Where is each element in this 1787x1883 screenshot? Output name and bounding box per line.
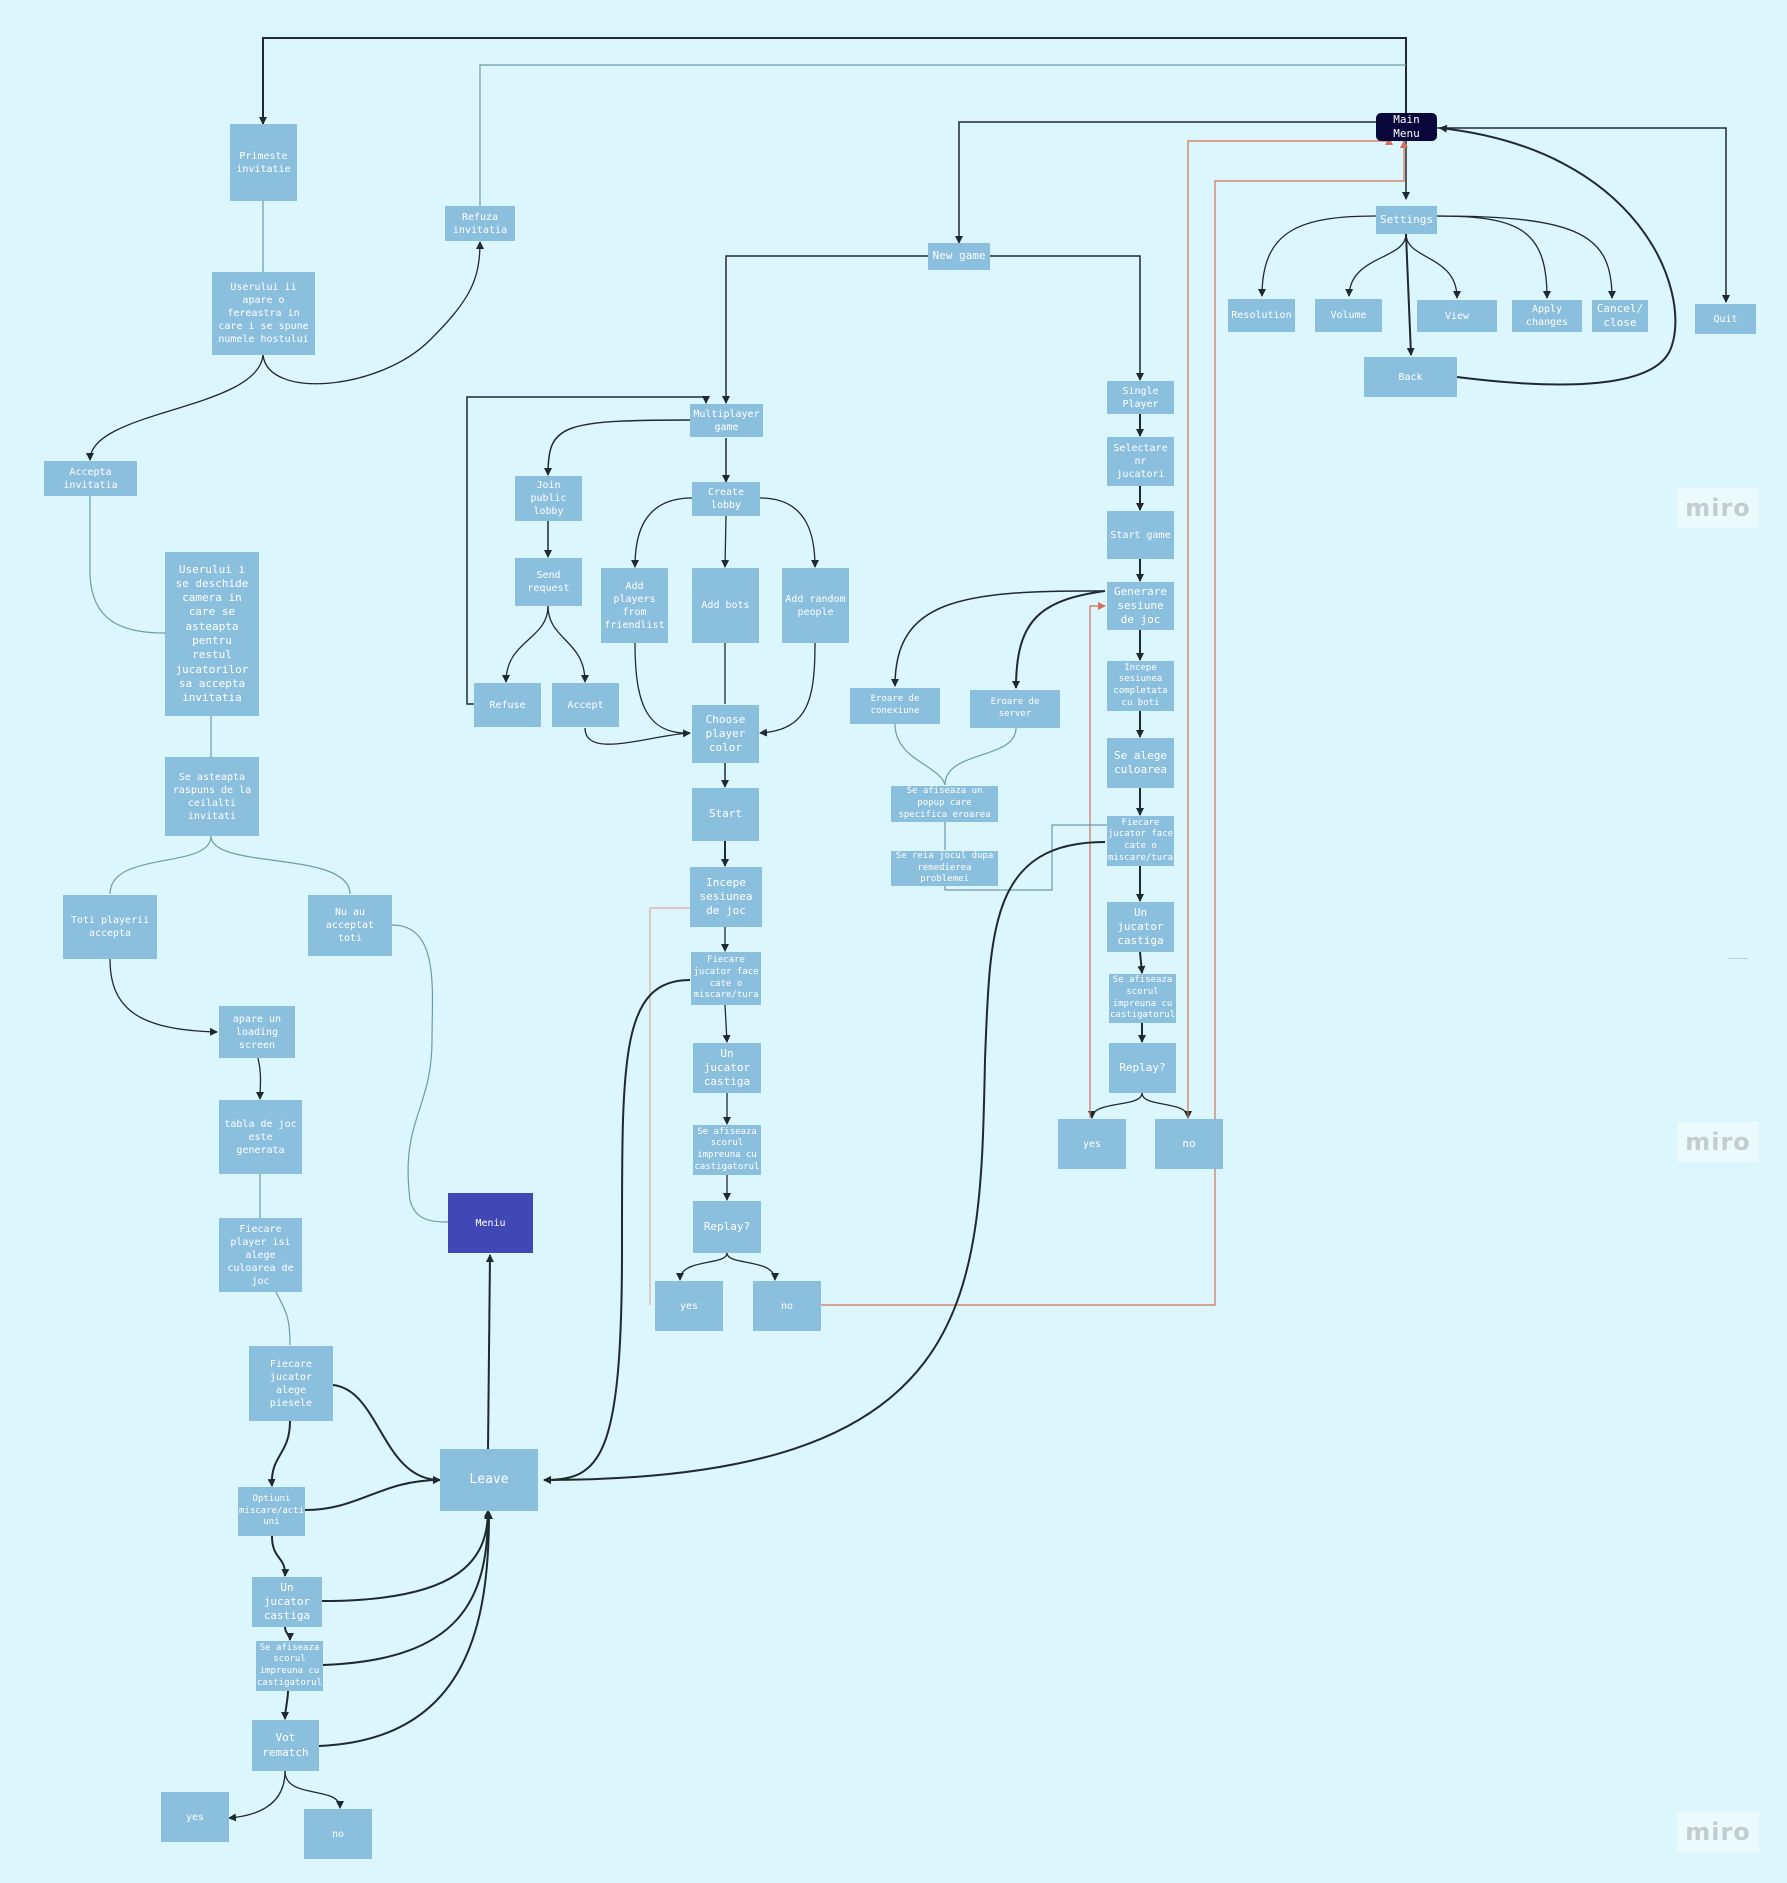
toti-accepta-node[interactable]: Toti playerii accepta — [63, 895, 157, 959]
loading-screen-node[interactable]: apare un loading screen — [219, 1006, 295, 1058]
fereastra-host-node[interactable]: Userului ii apare o fereastra in care i … — [212, 272, 315, 355]
inv-yes-node[interactable]: yes — [161, 1792, 229, 1842]
inv-no-node[interactable]: no — [304, 1809, 372, 1859]
sp-afiseaza-scorul-node[interactable]: Se afiseaza scorul impreuna cu castigato… — [1109, 974, 1176, 1023]
camera-asteptare-node[interactable]: Userului i se deschide camera in care se… — [165, 552, 259, 716]
nu-au-acceptat-node[interactable]: Nu au acceptat toti — [308, 895, 392, 956]
edge-sp-fiecare-leave — [543, 841, 1106, 1484]
mp-replay-node[interactable]: Replay? — [693, 1201, 761, 1253]
selectare-nr-jucatori-node[interactable]: Selectare nr jucatori — [1107, 437, 1174, 486]
alege-piesele-node[interactable]: Fiecare jucator alege piesele — [249, 1346, 333, 1421]
settings-node[interactable]: Settings — [1376, 206, 1437, 234]
cancel-close-node[interactable]: Cancel/ close — [1592, 300, 1648, 332]
edge-newgame-singleplayer — [990, 255, 1144, 381]
sp-se-alege-culoarea-node[interactable]: Se alege culoarea — [1107, 738, 1174, 788]
edge-refuse-multiplayer — [466, 396, 710, 705]
miro-watermark-2: miro — [1677, 1122, 1759, 1162]
quit-node[interactable]: Quit — [1695, 304, 1756, 334]
eroare-conexiune-node[interactable]: Eroare de conexiune — [850, 688, 940, 724]
sp-replay-node[interactable]: Replay? — [1109, 1043, 1176, 1093]
vot-rematch-node[interactable]: Vot rematch — [252, 1720, 319, 1771]
edge-sp-yes-generare — [1089, 602, 1106, 1118]
mp-incepe-sesiunea-node[interactable]: Incepe sesiunea de joc — [690, 867, 762, 927]
start-node[interactable]: Start — [692, 788, 759, 841]
refuse-node[interactable]: Refuse — [474, 683, 541, 727]
edge-settings-view — [1405, 233, 1461, 299]
accept-node[interactable]: Accept — [552, 683, 619, 727]
inv-un-jucator-castiga-node[interactable]: Un jucator castiga — [252, 1577, 322, 1627]
edge-mainmenu-primeste — [259, 37, 1407, 125]
generare-sesiune-node[interactable]: Generare sesiune de joc — [1107, 582, 1174, 630]
add-random-people-node[interactable]: Add random people — [782, 568, 849, 643]
mp-no-node[interactable]: no — [753, 1281, 821, 1331]
edge-settings-volume — [1345, 233, 1407, 297]
tabla-generata-node[interactable]: tabla de joc este generata — [219, 1100, 302, 1174]
edge-leave-meniu — [485, 1254, 494, 1450]
inv-afiseaza-scorul-node[interactable]: Se afiseaza scorul impreuna cu castigato… — [256, 1641, 323, 1691]
single-player-node[interactable]: Single Player — [1107, 381, 1174, 414]
apply-changes-node[interactable]: Apply changes — [1512, 300, 1582, 332]
sp-un-jucator-castiga-node[interactable]: Un jucator castiga — [1107, 902, 1174, 952]
volume-node[interactable]: Volume — [1315, 299, 1382, 332]
edge-mp-fiecare-leave — [543, 979, 691, 1484]
edge-mainmenu-quit — [1437, 127, 1730, 303]
leave-node[interactable]: Leave — [440, 1449, 538, 1511]
eroare-server-node[interactable]: Eroare de server — [970, 690, 1060, 728]
primeste-invitatie-node[interactable]: Primeste invitatie — [230, 124, 297, 201]
send-request-node[interactable]: Send request — [515, 558, 582, 606]
mp-fiecare-jucator-node[interactable]: Fiecare jucator face cate o miscare/tura — [691, 952, 761, 1005]
create-lobby-node[interactable]: Create lobby — [692, 482, 760, 516]
view-node[interactable]: View — [1417, 300, 1497, 332]
main-menu-node[interactable]: Main Menu — [1376, 113, 1437, 141]
new-game-node[interactable]: New game — [928, 243, 990, 270]
reia-jocul-node[interactable]: Se reia jocul dupa remedierea problemei — [891, 851, 998, 886]
edge-refuza-mainmenu — [479, 64, 1406, 206]
add-players-friendlist-node[interactable]: Add players from friendlist — [601, 568, 668, 643]
start-game-node[interactable]: Start game — [1107, 511, 1174, 559]
edge-newgame-multiplayer — [722, 255, 928, 404]
miro-watermark-1: miro — [1677, 488, 1759, 528]
edge-multi-join — [544, 419, 691, 476]
join-public-lobby-node[interactable]: Join public lobby — [515, 476, 582, 521]
sp-incepe-sesiunea-node[interactable]: Incepe sesiunea completata cu boti — [1107, 661, 1174, 711]
edge-generare-eroare-conexiune — [891, 590, 1106, 687]
edge-settings-back — [1405, 233, 1415, 356]
sp-fiecare-jucator-node[interactable]: Fiecare jucator face cate o miscare/tura — [1107, 816, 1174, 866]
miro-watermark-3: miro — [1677, 1812, 1759, 1852]
edge-sp-replay-yes — [1088, 1092, 1143, 1119]
edge-settings-resolution — [1258, 215, 1377, 297]
popup-eroare-node[interactable]: Se afiseaza un popup care specifica eroa… — [891, 786, 998, 822]
alege-culoarea-joc-node[interactable]: Fiecare player isi alege culoarea de joc — [219, 1218, 302, 1292]
accepta-invitatia-node[interactable]: Accepta invitatia — [44, 461, 137, 496]
sp-no-node[interactable]: no — [1155, 1119, 1223, 1169]
meniu-node[interactable]: Meniu — [448, 1193, 533, 1253]
choose-player-color-node[interactable]: Choose player color — [692, 705, 759, 763]
refuza-invitatia-node[interactable]: Refuza invitatia — [445, 206, 515, 241]
add-bots-node[interactable]: Add bots — [692, 568, 759, 643]
asteapta-raspuns-node[interactable]: Se asteapta raspuns de la ceilalti invit… — [165, 757, 259, 836]
edge-mp-yes-incepe — [649, 907, 690, 1305]
edge-back-mainmenu — [1439, 124, 1677, 386]
optiuni-miscare-node[interactable]: Optiuni miscare/acti uni — [238, 1487, 305, 1536]
mp-afiseaza-scorul-node[interactable]: Se afiseaza scorul impreuna cu castigato… — [693, 1125, 761, 1175]
resolution-node[interactable]: Resolution — [1228, 299, 1295, 332]
multiplayer-game-node[interactable]: Multiplayer game — [690, 404, 763, 437]
mp-yes-node[interactable]: yes — [655, 1281, 723, 1331]
decorative-dash — [1728, 958, 1748, 959]
edge-sp-no-mainmenu — [1187, 137, 1393, 1118]
edge-mainmenu-newgame — [955, 121, 1376, 244]
sp-yes-node[interactable]: yes — [1058, 1119, 1126, 1169]
back-node[interactable]: Back — [1364, 357, 1457, 397]
edge-sp-replay-no — [1141, 1092, 1192, 1119]
edge-generare-eroare-server — [1012, 590, 1106, 689]
edge-settings-apply — [1436, 215, 1551, 299]
edge-settings-cancel — [1436, 215, 1616, 299]
mp-un-jucator-castiga-node[interactable]: Un jucator castiga — [693, 1043, 761, 1093]
